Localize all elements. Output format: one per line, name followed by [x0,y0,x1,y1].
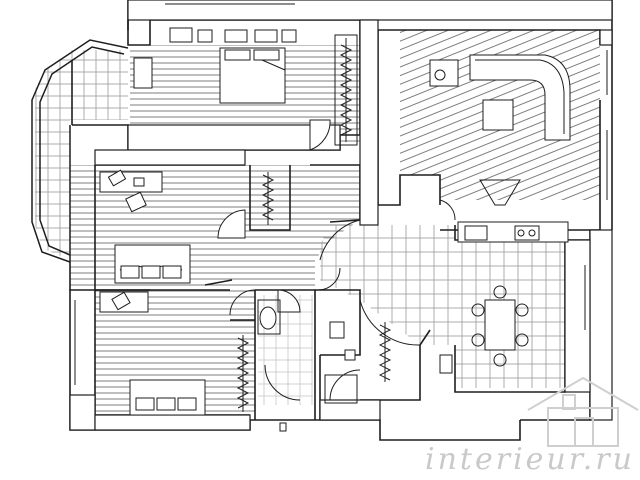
living-coffee-table [482,99,514,131]
wardrobe-hangers [236,38,392,412]
door-living [439,199,456,221]
hall-tile-floor [320,225,455,345]
balcony-floor [35,50,128,260]
door-bottom-bedroom [229,289,256,316]
kitchen-sink [464,225,488,241]
door-wc [317,267,341,291]
wardrobe-top [334,34,358,146]
door-entry [329,369,361,401]
door-bathroom [277,289,301,313]
living-corner-sofa [469,54,571,141]
dining-table [484,299,516,351]
house-logo-icon [527,376,639,447]
windows [69,0,613,385]
furniture [99,27,571,432]
washbasin [259,306,277,330]
door-shower [264,364,301,401]
top-bedroom-chair [133,57,153,89]
balcony [31,39,129,263]
doors [217,119,456,401]
middle-desk [99,171,163,193]
middle-chair [125,191,147,213]
door-hall-kitchen [359,299,421,346]
bath-shower [324,374,358,404]
living-armchair [429,59,459,87]
door-hall-arch [319,219,361,261]
wall-masses [69,0,613,431]
living-tv-stand [479,179,521,206]
top-bedroom-chest [169,27,193,43]
watermark-text: interieur.ru [425,442,635,477]
door-middle-room [217,209,246,239]
toilet [329,321,345,339]
door-bedroom-top [309,119,331,151]
